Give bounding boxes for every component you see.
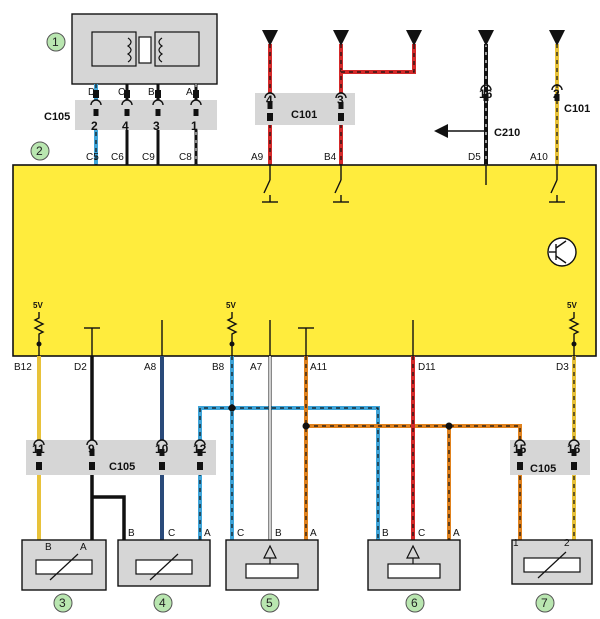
c101-right-num: 2 xyxy=(553,87,560,101)
ecu-pin-b8: B8 xyxy=(212,362,225,373)
sensor-6-pin-c: C xyxy=(418,528,425,539)
ecu-pin-c9: C9 xyxy=(142,152,155,163)
c105-bottom-num-12: 12 xyxy=(193,442,207,456)
c105-bottom-sockets xyxy=(33,439,206,470)
sensor-7-pin-2: 2 xyxy=(564,538,570,549)
sensor-7-pin-1: 1 xyxy=(513,538,519,549)
callout-7-text: 7 xyxy=(541,596,548,610)
sensor-4-pin-b: B xyxy=(128,528,135,539)
sensor-5-box xyxy=(225,539,319,591)
sensor-6-pin-a: A xyxy=(453,528,460,539)
ecu-pin-a7: A7 xyxy=(250,362,263,373)
callout-4: 4 xyxy=(153,593,173,613)
c105-top-num-1: 1 xyxy=(191,119,198,133)
ecu-pin-d2: D2 xyxy=(74,362,87,373)
ecu-pin-a10: A10 xyxy=(530,152,548,163)
sensor-6-pin-b: B xyxy=(382,528,389,539)
arrow-left-icon xyxy=(434,124,448,138)
c105-bottom-num-10: 10 xyxy=(155,442,169,456)
callout-1-text: 1 xyxy=(52,35,59,49)
ecu-pin-b12: B12 xyxy=(14,362,32,373)
c105-bottom-label: C105 xyxy=(109,461,135,473)
ecu-pin-c5: C5 xyxy=(86,152,99,163)
sensor-3-pin-b: B xyxy=(45,542,52,553)
comp1-pin-c: C xyxy=(118,87,125,98)
c105-top-label: C105 xyxy=(44,111,70,123)
ecu-pin-a9: A9 xyxy=(251,152,264,163)
c105-top-num-2: 2 xyxy=(91,119,98,133)
sensor-3-pin-a: A xyxy=(80,542,87,553)
ecu-pin-b4: B4 xyxy=(324,152,337,163)
sensor-4-box xyxy=(117,539,211,587)
ecu-pin-d11: D11 xyxy=(418,362,436,373)
ecu-pin-c8: C8 xyxy=(179,152,192,163)
sensor-5-pin-a: A xyxy=(310,528,317,539)
callout-7: 7 xyxy=(535,593,555,613)
c101-right-label: C101 xyxy=(564,103,590,115)
internal-switches xyxy=(262,165,565,203)
supply-5v-mid: 5V xyxy=(226,301,236,310)
c210-label: C210 xyxy=(494,127,520,139)
c210-num: 16 xyxy=(479,87,493,101)
comp1-pin-d: D xyxy=(88,87,95,98)
callout-2-text: 2 xyxy=(36,144,43,158)
sensor-3-box xyxy=(21,539,107,591)
ecu-pin-d3: D3 xyxy=(556,362,569,373)
terminal-symbols xyxy=(262,30,565,46)
sensor-7-box xyxy=(511,539,593,585)
ecu-pin-c6: C6 xyxy=(111,152,124,163)
callout-6: 6 xyxy=(405,593,425,613)
sensor-5-pin-b: B xyxy=(275,528,282,539)
comp1-pin-a: A xyxy=(186,87,193,98)
callout-1: 1 xyxy=(46,32,66,52)
callout-3-text: 3 xyxy=(59,596,66,610)
ecu-pin-a8: A8 xyxy=(144,362,157,373)
ecu-pin-a11: A11 xyxy=(310,362,327,373)
c105-top-num-4: 4 xyxy=(122,119,129,133)
sensor-5-pin-c: C xyxy=(237,528,244,539)
internal-bottom xyxy=(33,312,580,356)
c105-bottom-num-9: 9 xyxy=(88,442,95,456)
c105-bottom-num-11: 11 xyxy=(32,442,45,456)
ecu-block xyxy=(12,164,597,357)
ecu-pin-d5: D5 xyxy=(468,152,481,163)
c101-label: C101 xyxy=(291,109,317,121)
callout-2: 2 xyxy=(30,141,50,161)
c101-num-3: 3 xyxy=(337,93,344,107)
callout-3: 3 xyxy=(53,593,73,613)
comp1-pin-b: B xyxy=(148,87,155,98)
sensor-6-box xyxy=(367,539,461,591)
callout-4-text: 4 xyxy=(159,596,166,610)
c105-right-num-16: 16 xyxy=(567,442,581,456)
callout-5: 5 xyxy=(260,593,280,613)
supply-5v-right: 5V xyxy=(567,301,577,310)
callout-5-text: 5 xyxy=(266,596,273,610)
component-1-box xyxy=(71,13,218,85)
c105-bottom-strip xyxy=(26,440,216,475)
c105-top-num-3: 3 xyxy=(153,119,160,133)
sensor-4-pin-c: C xyxy=(168,528,175,539)
c105-right-num-15: 15 xyxy=(513,442,527,456)
supply-5v-left: 5V xyxy=(33,301,43,310)
transistor-icon xyxy=(547,237,577,267)
c105-top-sockets xyxy=(90,90,202,117)
c101-num-4: 4 xyxy=(266,93,273,107)
sensor-4-pin-a: A xyxy=(204,528,211,539)
c105-bottom-right-label: C105 xyxy=(530,463,556,475)
c105-top-strip xyxy=(75,100,217,130)
callout-6-text: 6 xyxy=(411,596,418,610)
